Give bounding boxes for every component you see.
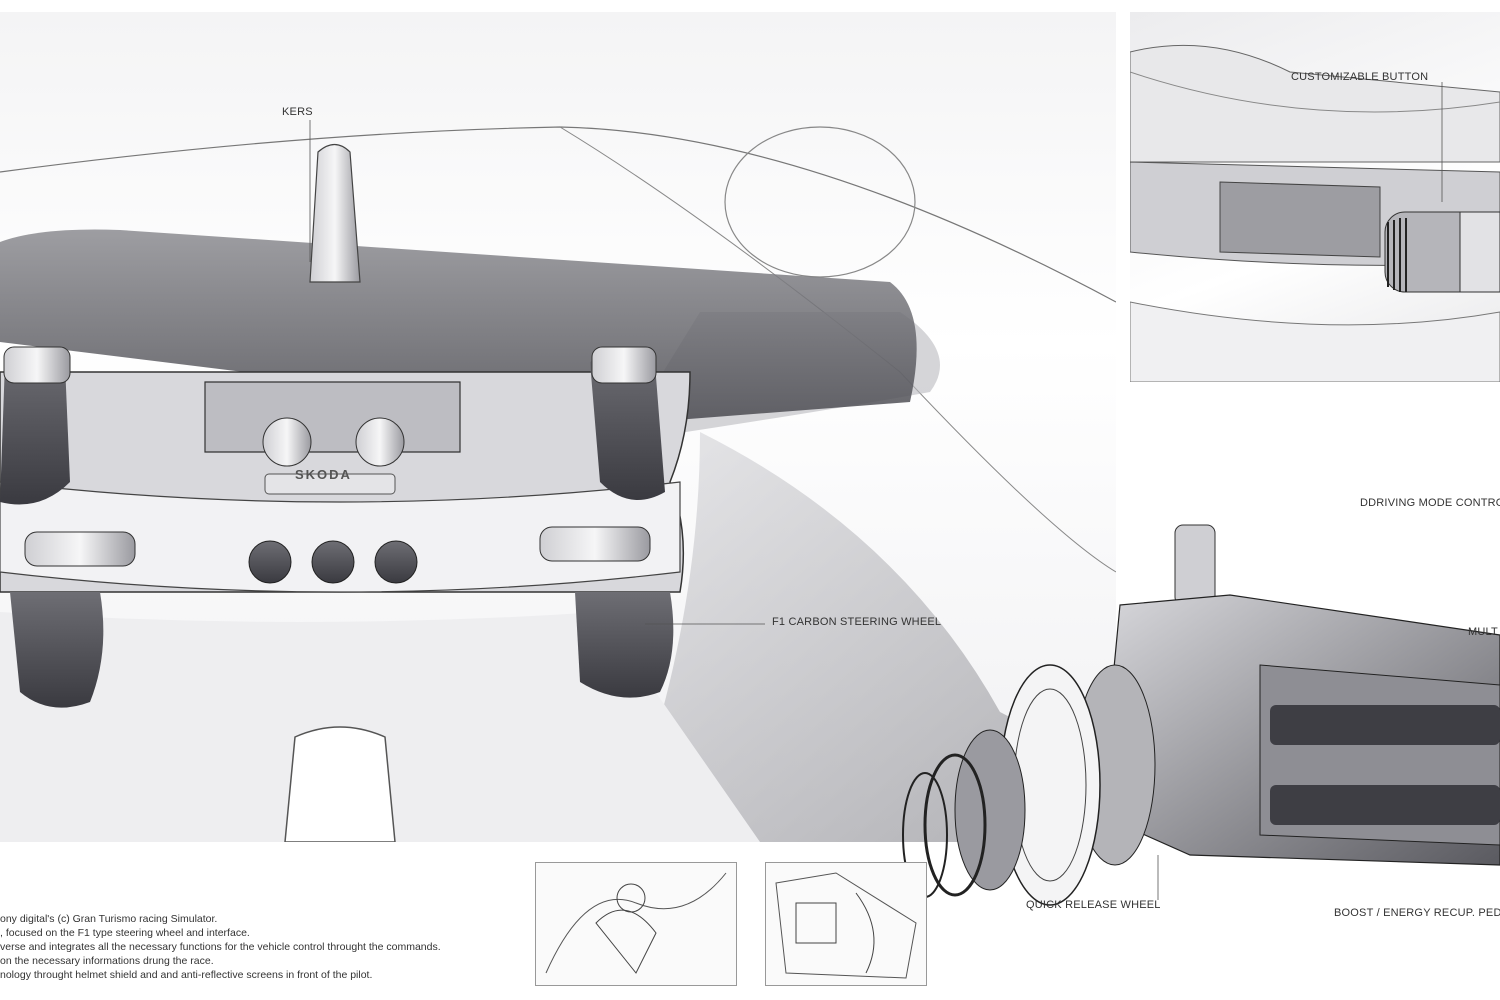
boost-pedal-label: BOOST / ENERGY RECUP. PEDA bbox=[1334, 907, 1500, 919]
wheel-logo: SKODA bbox=[295, 467, 352, 482]
caption-line: nology throught helmet shield and and an… bbox=[0, 969, 373, 981]
steering-wheel-sketch bbox=[0, 120, 1116, 842]
sketch-thumbnail-2 bbox=[765, 862, 927, 986]
button-detail-panel bbox=[1130, 12, 1500, 382]
f1-wheel-label: F1 CARBON STEERING WHEEL bbox=[772, 616, 942, 628]
button-detail-sketch bbox=[1130, 44, 1500, 382]
driving-mode-label: DDRIVING MODE CONTRO bbox=[1360, 497, 1500, 509]
quick-release-label: QUICK RELEASE WHEEL bbox=[1026, 899, 1161, 911]
caption-line: , focused on the F1 type steering wheel … bbox=[0, 927, 250, 939]
kers-label: KERS bbox=[282, 106, 313, 118]
sketch-thumbnail-1 bbox=[535, 862, 737, 986]
main-sketch-panel: SKODA bbox=[0, 12, 1116, 842]
multi-label: MULT bbox=[1468, 626, 1498, 638]
customizable-button-label: CUSTOMIZABLE BUTTON bbox=[1291, 71, 1429, 83]
quick-release-exploded-sketch bbox=[902, 524, 1500, 906]
caption-line: verse and integrates all the necessary f… bbox=[0, 941, 441, 953]
description-caption: ony digital's (c) Gran Turismo racing Si… bbox=[0, 912, 480, 982]
caption-line: ony digital's (c) Gran Turismo racing Si… bbox=[0, 913, 218, 925]
caption-line: on the necessary informations drung the … bbox=[0, 955, 214, 967]
